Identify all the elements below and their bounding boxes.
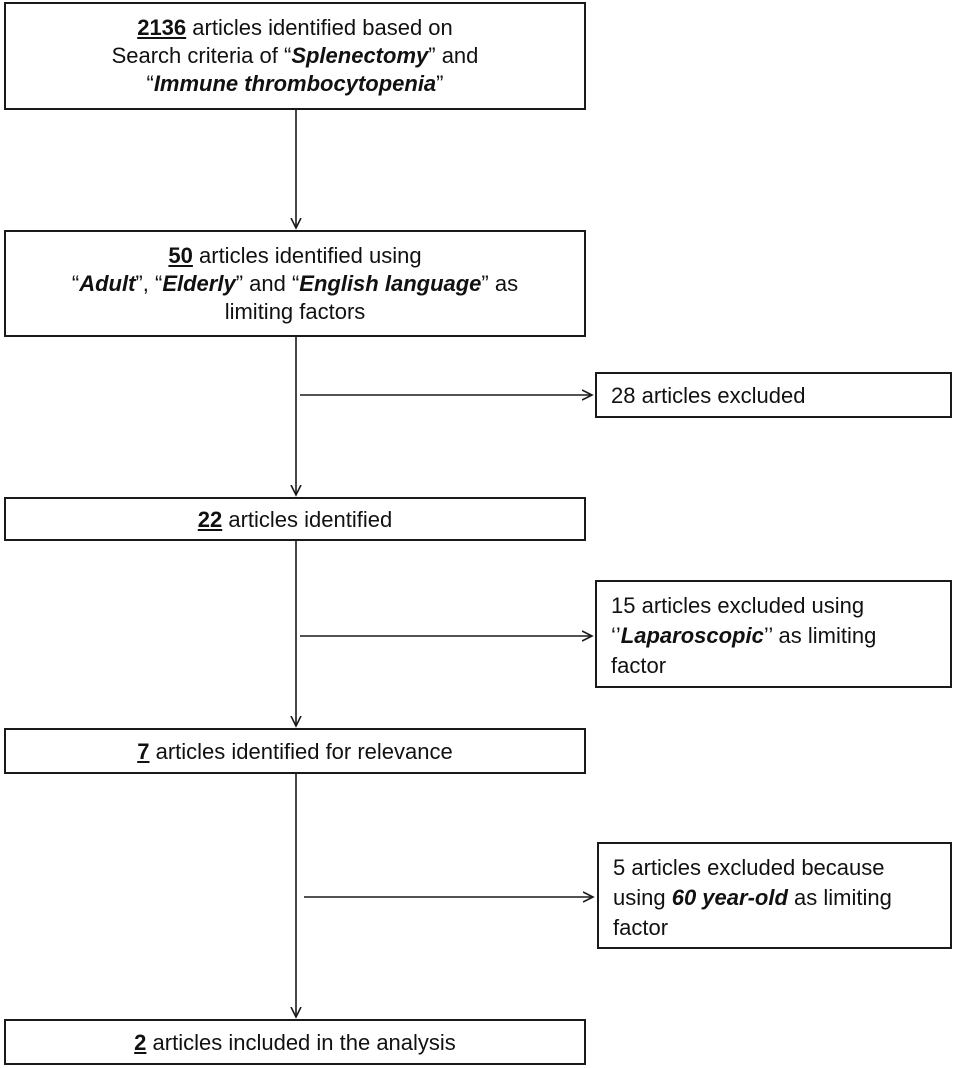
box-identified-50: 50 articles identified using “Adult”, “E… [4, 230, 586, 337]
box-identified-22: 22 articles identified [4, 497, 586, 541]
box1-line1: 2136 articles identified based on [137, 15, 453, 40]
box-excluded-28: 28 articles excluded [595, 372, 952, 418]
box3-line1: 22 articles identified [197, 507, 393, 532]
excluded2-line1: 15 articles excluded using [611, 593, 865, 618]
excluded2-line3: factor [611, 653, 667, 678]
excluded3-line2: using 60 year-old as limiting [613, 885, 892, 910]
box5-line1: 2 articles included in the analysis [134, 1030, 456, 1055]
box-excluded-15: 15 articles excluded using ‘’Laparoscopi… [595, 580, 952, 688]
box4-line1: 7 articles identified for relevance [137, 739, 453, 764]
excluded3-line3: factor [613, 915, 669, 940]
box2-line1: 50 articles identified using [168, 243, 422, 268]
excluded2-line2: ‘’Laparoscopic’’ as limiting [611, 623, 877, 648]
box-identified-2136: 2136 articles identified based on Search… [4, 2, 586, 110]
box-included-2: 2 articles included in the analysis [4, 1019, 586, 1065]
excluded1-line1: 28 articles excluded [611, 383, 806, 408]
box2-line2: “Adult”, “Elderly” and “English language… [71, 271, 519, 296]
box1-line3: “Immune thrombocytopenia” [146, 71, 444, 96]
box2-line3: limiting factors [224, 299, 366, 324]
box1-line2: Search criteria of “Splenectomy” and [111, 43, 479, 68]
box-identified-7: 7 articles identified for relevance [4, 728, 586, 774]
excluded3-line1: 5 articles excluded because [613, 855, 885, 880]
box-excluded-5: 5 articles excluded because using 60 yea… [597, 842, 952, 949]
